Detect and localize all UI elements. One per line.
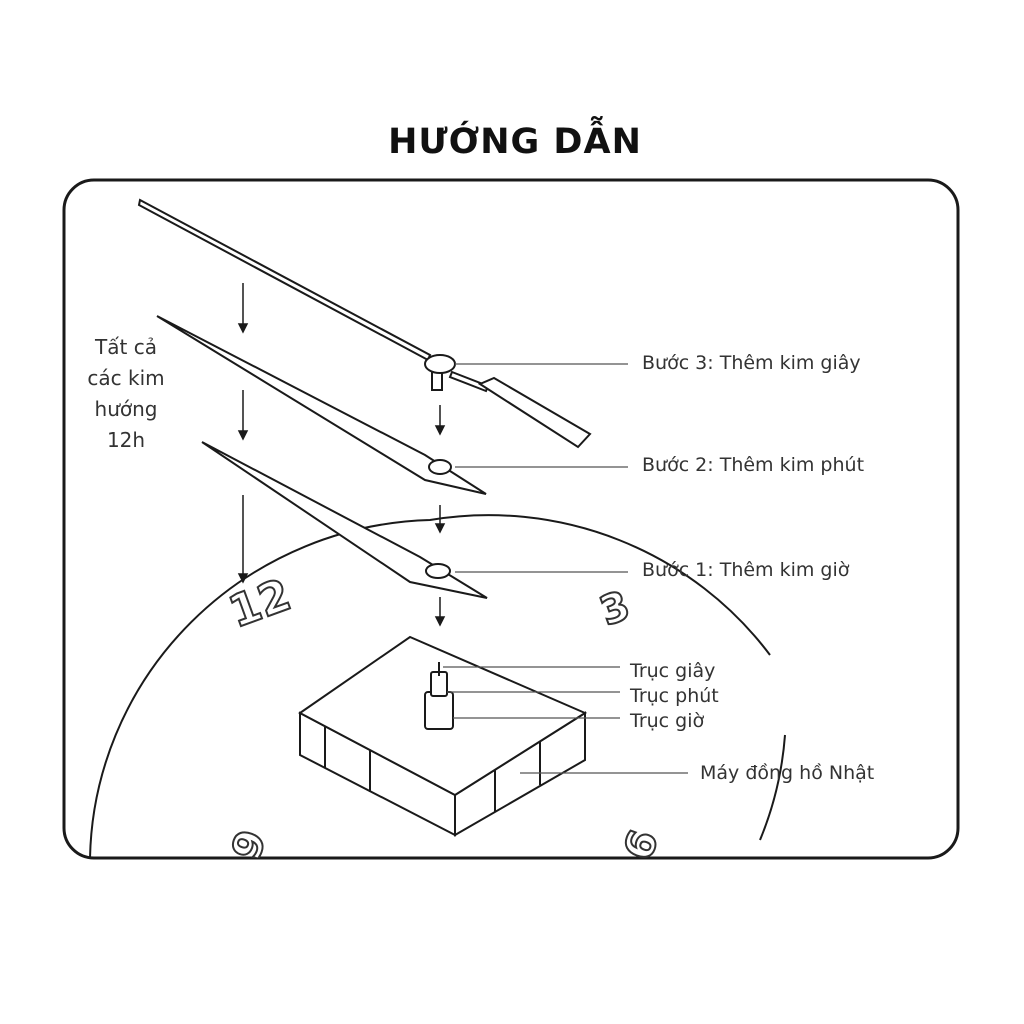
hour-shaft-label: Trục giờ bbox=[630, 710, 705, 732]
page-title: HƯỚNG DẪN bbox=[388, 122, 642, 162]
side-note-line: 12h bbox=[106, 428, 146, 452]
second-shaft-label: Trục giây bbox=[630, 660, 716, 682]
diagram-frame bbox=[62, 178, 960, 860]
minute-shaft-label: Trục phút bbox=[630, 685, 719, 707]
dial-number-6: 6 bbox=[615, 824, 668, 866]
dial-number-3: 3 bbox=[594, 583, 636, 636]
hour-hand bbox=[201, 441, 488, 599]
step3-label: Bước 3: Thêm kim giây bbox=[642, 352, 861, 374]
clock-face-arc-right bbox=[759, 734, 786, 841]
dial-number-9: 9 bbox=[223, 824, 276, 866]
side-note-line: hướng bbox=[94, 397, 158, 421]
minute-hand bbox=[156, 315, 487, 495]
dial-number-12: 12 bbox=[222, 569, 297, 638]
arrows bbox=[237, 283, 446, 627]
leader-lines bbox=[443, 363, 688, 774]
step2-label: Bước 2: Thêm kim phút bbox=[642, 454, 865, 476]
step1-label: Bước 1: Thêm kim giờ bbox=[642, 559, 850, 581]
side-note-line: Tất cả bbox=[95, 335, 157, 359]
side-note: Tất cả các kim hướng 12h bbox=[70, 332, 182, 456]
side-note-line: các kim bbox=[87, 366, 165, 390]
movement-label: Máy đồng hồ Nhật bbox=[700, 762, 875, 784]
second-hand bbox=[137, 198, 592, 449]
clock-movement bbox=[298, 635, 588, 837]
clock-face-arc bbox=[89, 514, 771, 858]
